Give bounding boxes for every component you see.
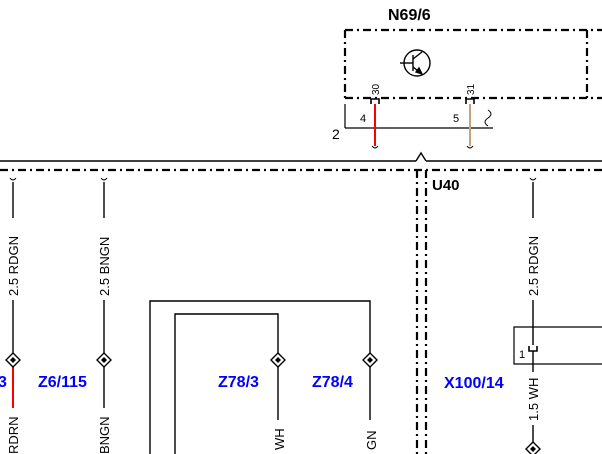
transistor-icon (400, 49, 431, 77)
module-u40-boundary (0, 168, 602, 454)
wire-break-mark (371, 145, 379, 149)
pin-5-label: 5 (453, 113, 459, 125)
bottom-wire-label-4: GN (364, 431, 379, 451)
wire-2-label: 2.5 BNGN (97, 237, 112, 296)
splice-diamond-icon (5, 352, 21, 368)
splice-diamond-icon (362, 352, 378, 368)
bottom-wire-label-1: RDRN (6, 416, 21, 454)
connector-label-z78-4: Z78/4 (312, 374, 353, 391)
main-bus-line (0, 151, 602, 162)
pin-4-label: 4 (360, 113, 366, 125)
module-ref-label: U40 (432, 177, 460, 194)
connector-label-3: 3 (0, 374, 7, 391)
bottom-wire-label-3: WH (272, 428, 287, 450)
connector-label-x100-14: X100/14 (444, 375, 504, 392)
wire-break-mark (9, 177, 17, 181)
internal-loop-wires (149, 300, 371, 454)
wire-1-label: 2.5 RDGN (6, 236, 21, 296)
wire-break-mark (100, 177, 108, 181)
connector-label-z78-3: Z78/3 (218, 374, 259, 391)
connector-x100-14-box (513, 326, 602, 365)
bottom-wire-label-2: BNGN (97, 416, 112, 454)
connector-2-box (344, 104, 493, 129)
wire-break-mark (466, 145, 474, 149)
module-name-label: N69/6 (388, 7, 431, 24)
wire-3-label: 2.5 RDGN (526, 236, 541, 296)
wire-4-label: 1.5 WH (526, 378, 541, 421)
splice-diamond-icon (525, 441, 541, 454)
pin-30-label: 30 (371, 83, 382, 95)
wire-break-mark (529, 177, 537, 181)
splice-diamond-icon (96, 352, 112, 368)
shield-squiggle (484, 109, 492, 127)
connector-pin-terminal (528, 346, 538, 352)
splice-diamond-icon (270, 352, 286, 368)
pin-31-label: 31 (466, 83, 477, 95)
pin-30-terminal (370, 98, 380, 104)
connector-label-z6-115: Z6/115 (38, 374, 87, 391)
module-n69-6-box (343, 28, 602, 100)
pin-31-terminal (465, 98, 475, 104)
connector-2-label: 2 (332, 126, 340, 142)
connector-pin-1-label: 1 (519, 349, 525, 361)
